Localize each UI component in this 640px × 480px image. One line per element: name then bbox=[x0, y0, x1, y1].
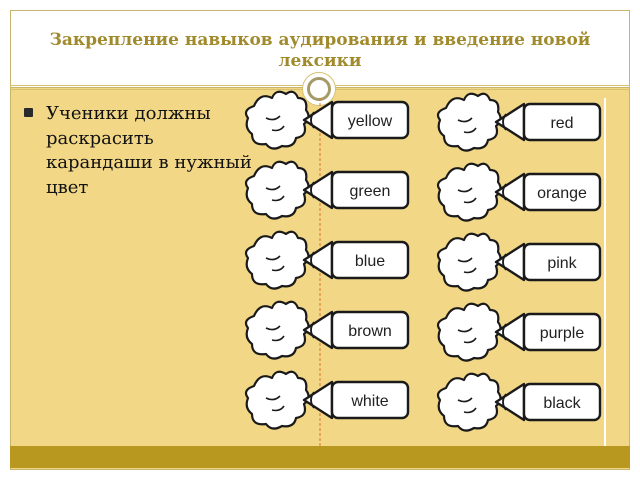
hand-fold-lines bbox=[457, 257, 477, 274]
pencil-label: white bbox=[350, 393, 388, 410]
hand-icon bbox=[436, 372, 502, 432]
hand-fold-lines bbox=[457, 397, 477, 414]
bullet-icon bbox=[24, 108, 33, 117]
pencil-orange[interactable]: orange bbox=[436, 162, 602, 222]
hand-fold-lines bbox=[265, 255, 285, 272]
pencil-body bbox=[330, 100, 410, 140]
pencil-label: blue bbox=[355, 253, 385, 270]
pencil-tip-curve bbox=[310, 321, 315, 339]
pencil-tip bbox=[302, 240, 334, 280]
pencil-green[interactable]: green bbox=[244, 160, 410, 220]
pencil-brown[interactable]: brown bbox=[244, 300, 410, 360]
pencil-tip-curve bbox=[310, 251, 315, 269]
pencil-body bbox=[522, 172, 602, 212]
pencil-tip bbox=[302, 380, 334, 420]
pencil-tip-curve bbox=[310, 181, 315, 199]
pencil-label: orange bbox=[537, 185, 587, 202]
pencil-tip-curve bbox=[502, 183, 507, 201]
pencil-white[interactable]: white bbox=[244, 370, 410, 430]
pencil-label: purple bbox=[540, 325, 585, 342]
pencil-body bbox=[522, 382, 602, 422]
pencil-body bbox=[522, 102, 602, 142]
pencil-tip bbox=[494, 102, 526, 142]
pencil-tip bbox=[302, 170, 334, 210]
bottom-bar bbox=[10, 446, 630, 468]
hand-fold-lines bbox=[265, 325, 285, 342]
pencil-body bbox=[330, 170, 410, 210]
pencil-label: pink bbox=[547, 255, 577, 272]
pencil-blue[interactable]: blue bbox=[244, 230, 410, 290]
slide-ornament-ring bbox=[302, 72, 336, 106]
pencil-label: yellow bbox=[348, 113, 393, 130]
pencil-tip bbox=[494, 312, 526, 352]
hand-icon bbox=[436, 232, 502, 292]
pencil-body bbox=[522, 312, 602, 352]
pencil-label: black bbox=[543, 395, 581, 412]
pencil-tip-curve bbox=[502, 393, 507, 411]
hand-fold-lines bbox=[457, 117, 477, 134]
hand-icon bbox=[244, 160, 310, 220]
pencil-purple[interactable]: purple bbox=[436, 302, 602, 362]
hand-icon bbox=[436, 302, 502, 362]
hand-icon bbox=[244, 300, 310, 360]
hand-icon bbox=[244, 230, 310, 290]
pencil-tip bbox=[494, 382, 526, 422]
pencil-body bbox=[330, 310, 410, 350]
pencil-tip-curve bbox=[310, 111, 315, 129]
pencil-tip-curve bbox=[502, 323, 507, 341]
pencil-tip bbox=[494, 172, 526, 212]
pencil-tip-curve bbox=[310, 391, 315, 409]
pencil-label: red bbox=[550, 115, 573, 132]
pencil-black[interactable]: black bbox=[436, 372, 602, 432]
pencil-red[interactable]: red bbox=[436, 92, 602, 152]
pencil-tip-curve bbox=[502, 253, 507, 271]
bullet-text: Ученики должны раскрасить карандаши в ну… bbox=[46, 103, 252, 198]
slide-title: Закрепление навыков аудирования и введен… bbox=[49, 30, 591, 71]
hand-fold-lines bbox=[457, 327, 477, 344]
pencil-label: brown bbox=[348, 323, 392, 340]
pencil-pink[interactable]: pink bbox=[436, 232, 602, 292]
pencil-label: green bbox=[350, 183, 391, 200]
pencil-body bbox=[330, 240, 410, 280]
pencil-body bbox=[330, 380, 410, 420]
hand-icon bbox=[436, 92, 502, 152]
pencil-tip bbox=[302, 100, 334, 140]
hand-fold-lines bbox=[457, 187, 477, 204]
hand-fold-lines bbox=[265, 115, 285, 132]
hand-fold-lines bbox=[265, 185, 285, 202]
hand-icon bbox=[436, 162, 502, 222]
pencil-tip-curve bbox=[502, 113, 507, 131]
pencil-tip bbox=[302, 310, 334, 350]
hand-icon bbox=[244, 90, 310, 150]
pencil-body bbox=[522, 242, 602, 282]
hand-icon bbox=[244, 370, 310, 430]
hand-fold-lines bbox=[265, 395, 285, 412]
pencil-yellow[interactable]: yellow bbox=[244, 90, 410, 150]
pencil-tip bbox=[494, 242, 526, 282]
